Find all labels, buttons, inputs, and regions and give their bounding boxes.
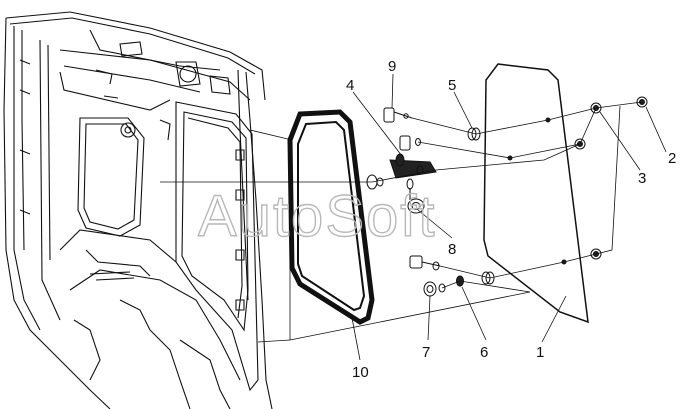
window-seal-gasket [287,109,375,325]
fasteners [366,96,648,297]
window-glass-panel [483,63,589,324]
callout-8: 8 [448,241,456,258]
bolt-4-upper [399,135,421,151]
cab-body [3,11,273,409]
callout-leaders [351,73,667,361]
callout-numbers: 9 4 5 2 3 8 1 6 7 10 [346,58,676,381]
callout-3: 3 [638,170,646,187]
callout-9: 9 [388,58,396,75]
bolt-9 [383,107,413,123]
callout-6: 6 [480,344,488,361]
watermark: AutoSoft [198,184,436,249]
nut-5 [467,127,481,141]
assembly-lines [160,101,643,343]
bolt-7 [423,281,446,297]
callout-4: 4 [346,77,354,94]
callout-2: 2 [668,150,676,167]
callout-7: 7 [422,344,430,361]
bolt-8 [406,178,425,214]
nut-lower [481,271,495,285]
bolt-lower-mid [409,255,441,271]
callout-10: 10 [352,364,369,381]
callout-1: 1 [536,344,544,361]
callout-5: 5 [448,77,456,94]
bracket-4 [389,153,437,179]
